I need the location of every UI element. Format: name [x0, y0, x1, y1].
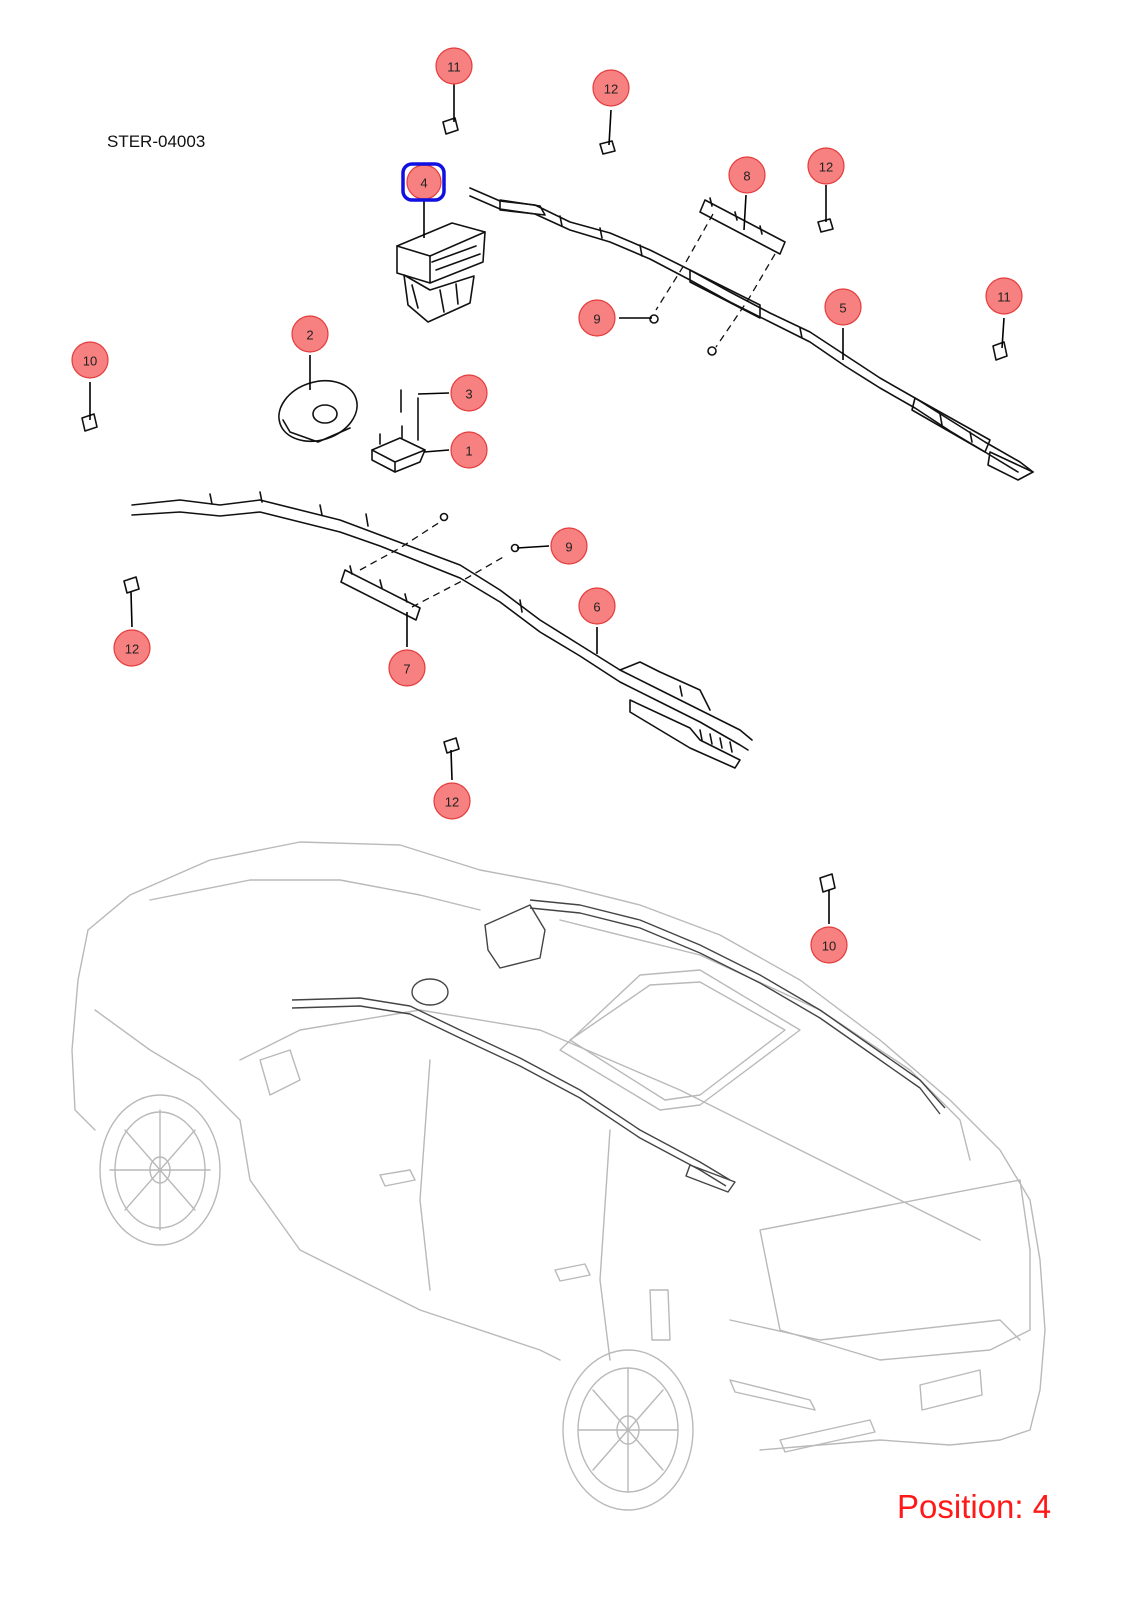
- svg-text:12: 12: [604, 82, 618, 97]
- svg-text:10: 10: [83, 354, 97, 369]
- screw-left-top[interactable]: [439, 512, 449, 522]
- callout-6[interactable]: 6: [578, 587, 616, 625]
- svg-text:3: 3: [465, 387, 472, 402]
- callout-9-left[interactable]: 9: [550, 527, 588, 565]
- svg-text:12: 12: [445, 795, 459, 810]
- selected-position-highlight: [401, 162, 446, 202]
- svg-text:9: 9: [593, 312, 600, 327]
- vehicle-outline: [71, 841, 1046, 1511]
- clip-12-bottom[interactable]: [443, 737, 460, 754]
- callout-9-right[interactable]: 9: [578, 299, 616, 337]
- callout-5[interactable]: 5: [824, 288, 862, 326]
- callout-12-bottom[interactable]: 12: [433, 782, 471, 820]
- screw-right-lower[interactable]: [707, 346, 717, 356]
- callout-12-left[interactable]: 12: [113, 629, 151, 667]
- svg-text:10: 10: [822, 939, 836, 954]
- callout-11-top[interactable]: 11: [435, 47, 473, 85]
- position-label: Position: 4: [897, 1488, 1052, 1525]
- svg-text:7: 7: [403, 662, 410, 677]
- clip-12-left[interactable]: [123, 576, 140, 594]
- clip-11-right[interactable]: [992, 341, 1008, 361]
- leader-lines: [89, 82, 1005, 924]
- svg-text:11: 11: [997, 290, 1011, 305]
- svg-text:1: 1: [465, 444, 472, 459]
- callout-3[interactable]: 3: [450, 374, 488, 412]
- callout-12-right[interactable]: 12: [807, 147, 845, 185]
- reference-code: STER-04003: [107, 132, 206, 151]
- svg-text:12: 12: [125, 642, 139, 657]
- svg-text:11: 11: [447, 60, 461, 75]
- svg-text:8: 8: [743, 169, 750, 184]
- airbag-control-unit[interactable]: [371, 389, 426, 473]
- svg-text:5: 5: [839, 301, 846, 316]
- curtain-airbag-left[interactable]: [131, 491, 753, 769]
- callout-2[interactable]: 2: [291, 315, 329, 353]
- callout-7[interactable]: 7: [388, 649, 426, 687]
- clip-11-top[interactable]: [442, 117, 459, 135]
- callout-8[interactable]: 8: [728, 156, 766, 194]
- callout-4-selected[interactable]: 4: [406, 164, 442, 200]
- callout-11-right[interactable]: 11: [985, 277, 1023, 315]
- bracket-left[interactable]: [340, 521, 506, 621]
- curtain-airbag-right[interactable]: [469, 187, 1034, 481]
- svg-text:2: 2: [306, 328, 313, 343]
- svg-text:12: 12: [819, 160, 833, 175]
- svg-text:4: 4: [420, 176, 427, 191]
- screw-9-right[interactable]: [649, 314, 659, 324]
- passenger-airbag-module[interactable]: [396, 222, 486, 323]
- svg-text:6: 6: [593, 600, 600, 615]
- svg-text:9: 9: [565, 540, 572, 555]
- callout-10-right[interactable]: 10: [810, 926, 848, 964]
- bracket-right[interactable]: [655, 197, 786, 348]
- callout-10-left[interactable]: 10: [71, 341, 109, 379]
- callout-12-top[interactable]: 12: [592, 69, 630, 107]
- clip-12-top[interactable]: [599, 140, 616, 155]
- callout-1[interactable]: 1: [450, 431, 488, 469]
- clip-10-right[interactable]: [819, 873, 836, 893]
- driver-airbag-module[interactable]: [271, 371, 365, 451]
